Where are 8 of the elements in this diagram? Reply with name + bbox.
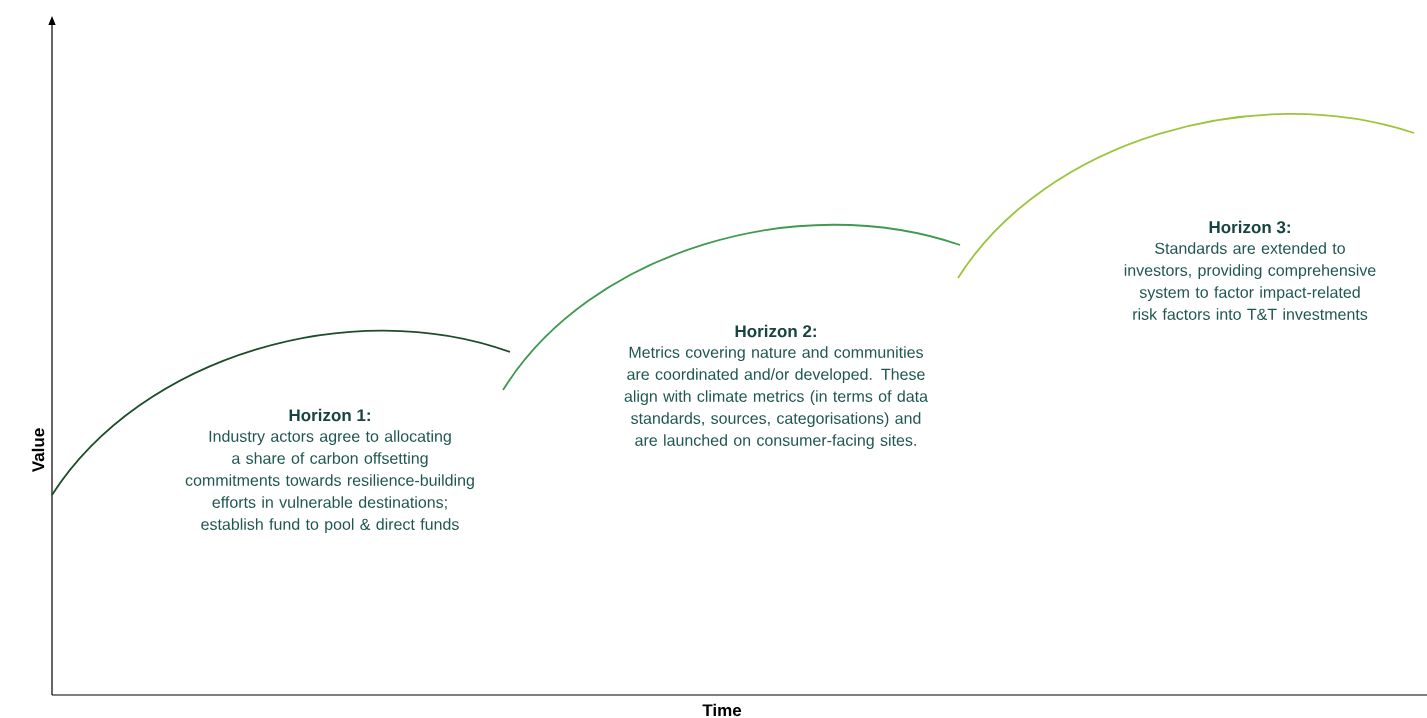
description-text: Standards are extended to investors, providing comprehensive system to factor impact-related risk factors into T&T investments (1124, 242, 1376, 320)
axis-label: Time (702, 703, 742, 717)
horizon-heading: Horizon 1: (289, 408, 370, 422)
horizon-heading: Horizon 3: (1209, 220, 1290, 234)
horizon-heading: Horizon 2: (735, 324, 816, 338)
description-text: Industry actors agree to allocating a share of carbon offsetting commitments towards resilience-building efforts in vulnerable destinations; establish fund to pool & direct funds (185, 430, 474, 534)
axis-label: Value (31, 428, 45, 473)
description-text: Metrics covering nature and communities are coordinated and/or developed. These align with climate metrics (in terms of data standards, sources, categorisations) and are launched on consumer-facing sites. (624, 346, 928, 450)
